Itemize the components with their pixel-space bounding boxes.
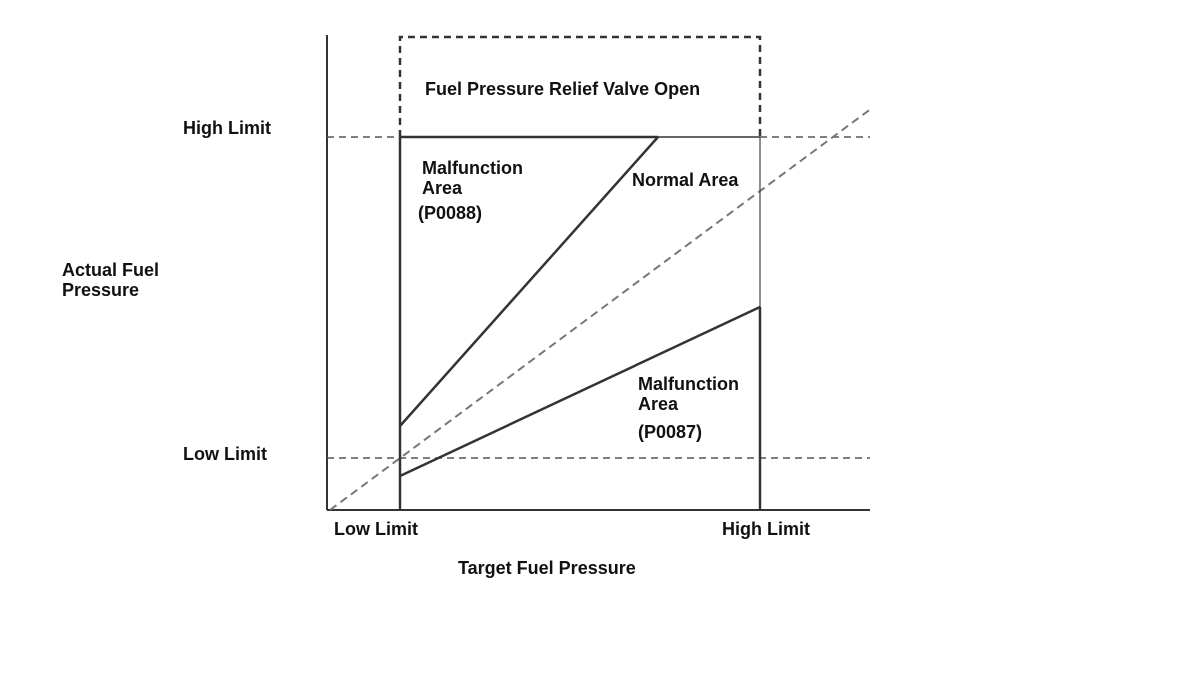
relief-valve-label: Fuel Pressure Relief Valve Open — [425, 79, 700, 99]
y-axis-title-line-1: Actual Fuel — [62, 260, 159, 280]
lower-malfunction-boundary — [399, 305, 761, 478]
relief-valve-dashed-box — [398, 35, 762, 137]
y-high-limit-label: High Limit — [183, 118, 271, 138]
x-high-limit-label: High Limit — [722, 519, 810, 539]
y-axis-title-line-2: Pressure — [62, 280, 139, 300]
normal-area-label: Normal Area — [632, 170, 739, 190]
y-low-limit-label: Low Limit — [183, 444, 267, 464]
x-low-limit-label: Low Limit — [334, 519, 418, 539]
target-equals-actual-diagonal — [329, 107, 873, 511]
x-axis-title: Target Fuel Pressure — [458, 558, 636, 578]
upper-malfunction-boundary — [399, 136, 659, 427]
lower-malfunction-label-line-2: Area — [638, 394, 679, 414]
lower-malfunction-label-line-1: Malfunction — [638, 374, 739, 394]
upper-malfunction-label-line-2: Area — [422, 178, 463, 198]
upper-malfunction-code: (P0088) — [418, 203, 482, 223]
lower-malfunction-code: (P0087) — [638, 422, 702, 442]
upper-malfunction-label-line-1: Malfunction — [422, 158, 523, 178]
